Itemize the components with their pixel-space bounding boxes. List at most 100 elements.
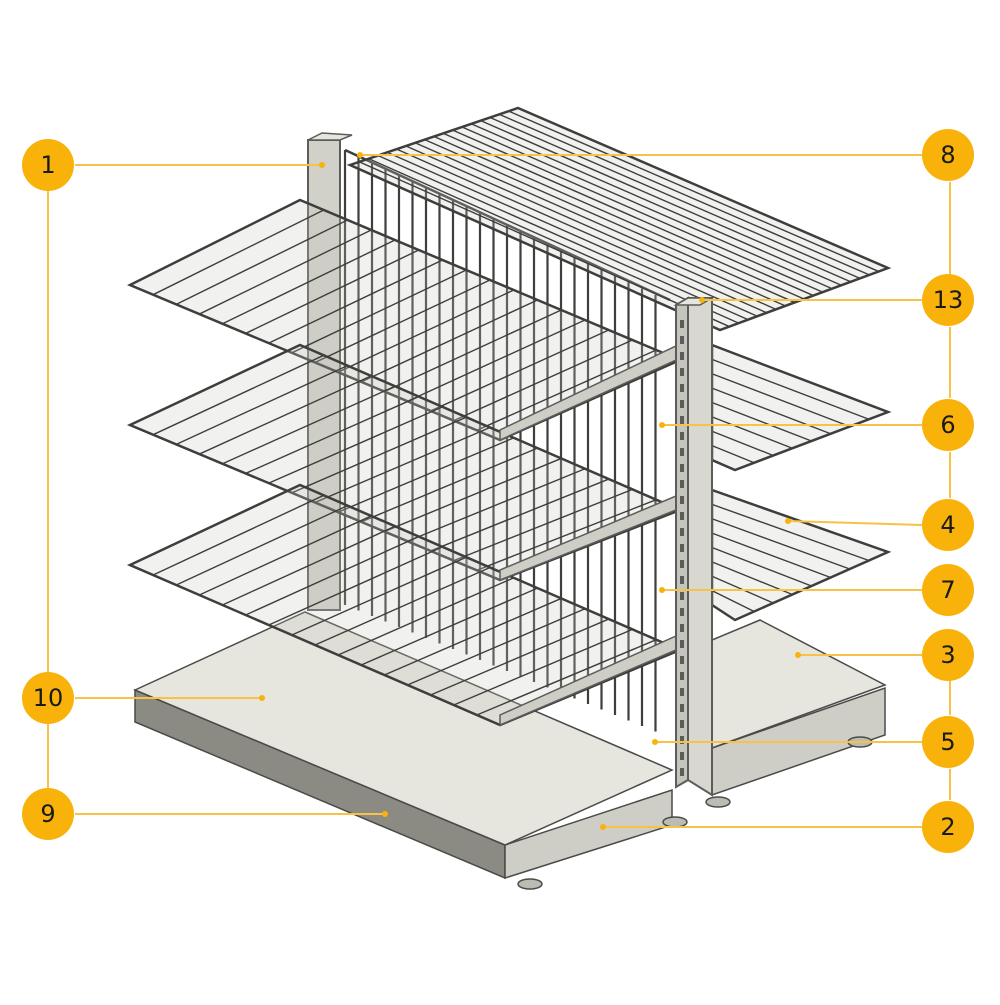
callout-6: 6	[922, 399, 974, 451]
shelf-wire	[476, 639, 657, 716]
callout-4: 4	[922, 499, 974, 551]
right-upright-face	[687, 297, 713, 797]
shelf-wire	[175, 504, 348, 586]
shelf-wire	[711, 387, 831, 435]
callout-9: 9	[22, 788, 74, 840]
shelf-wire	[377, 154, 749, 321]
upright-slot	[680, 400, 684, 408]
shelf-wire	[433, 135, 805, 300]
shelf-wire	[396, 148, 767, 314]
shelf-wire	[384, 309, 562, 393]
right-upright	[673, 296, 715, 797]
shelf-wire	[711, 503, 870, 562]
levelling-feet	[517, 736, 873, 890]
shelf-wire	[199, 375, 372, 455]
shelf-wire	[480, 120, 851, 283]
upright-slot	[680, 528, 684, 536]
shelf-wire	[711, 444, 755, 464]
upright-slot	[680, 448, 684, 456]
shelf-wire	[199, 229, 372, 315]
upright-slot	[680, 464, 684, 472]
shelf-wire	[222, 239, 396, 325]
shelf-wire	[476, 349, 657, 431]
shelf-wire	[471, 123, 842, 286]
dot-3	[795, 652, 801, 658]
upright-slot	[680, 480, 684, 488]
shelf-wire	[711, 401, 812, 442]
upright-slots	[680, 320, 684, 776]
rear-shelf-upper	[710, 343, 892, 472]
shelf-wire	[360, 447, 538, 523]
upright-slot	[680, 320, 684, 328]
shelf-wire	[711, 518, 850, 570]
dot-4	[785, 518, 791, 524]
shelf-wire	[443, 132, 814, 297]
callout-10-label: 10	[32, 684, 64, 712]
shelf-wire	[222, 525, 396, 606]
callout-13-label: 13	[932, 286, 964, 314]
callout-1: 1	[22, 139, 74, 191]
upright-slot	[680, 384, 684, 392]
callout-8-label: 8	[940, 141, 956, 169]
upright-slot	[680, 768, 684, 776]
upright-slot	[680, 752, 684, 760]
shelf-wire	[711, 430, 774, 457]
callout-2-label: 2	[940, 813, 956, 841]
shelf-wire	[368, 158, 739, 324]
rear-shelf-lower	[710, 488, 892, 622]
upright-slot	[680, 576, 684, 584]
dot-8	[357, 152, 363, 158]
dot-6	[659, 422, 665, 428]
upright-slot	[680, 704, 684, 712]
leader-4	[787, 520, 923, 526]
shelf-wire	[222, 385, 396, 465]
leader-endpoints	[259, 152, 801, 830]
shelf-wire	[407, 468, 586, 542]
shelf-wire	[499, 113, 870, 276]
callout-8: 8	[922, 129, 974, 181]
left-upright-top	[307, 132, 353, 141]
shelf-wire	[453, 628, 633, 706]
upright-slot	[680, 640, 684, 648]
callout-5-label: 5	[940, 728, 956, 756]
shelf-wire	[245, 395, 420, 475]
shelf-wire	[711, 373, 851, 428]
callout-4-label: 4	[940, 511, 956, 539]
shelf-wire	[314, 566, 491, 646]
upright-slot	[680, 544, 684, 552]
shelf-wire	[175, 219, 348, 306]
shelf-wire	[360, 587, 538, 666]
shelf-wire	[711, 358, 870, 420]
dot-13	[699, 297, 705, 303]
dot-5	[652, 739, 658, 745]
shelf-wire	[337, 289, 515, 373]
shelf-wire	[152, 494, 325, 576]
shelf-wire	[711, 589, 755, 613]
callout-6-label: 6	[940, 411, 956, 439]
shelf-wire	[430, 618, 610, 696]
dot-7	[659, 587, 665, 593]
callout-5: 5	[922, 716, 974, 768]
foot-front-mid	[662, 816, 688, 828]
callout-9-label: 9	[40, 800, 56, 828]
callout-3: 3	[922, 629, 974, 681]
upright-slot	[680, 672, 684, 680]
upright-slot	[680, 368, 684, 376]
shelf-wire	[489, 116, 861, 279]
upright-slot	[680, 736, 684, 744]
shelf-wire	[268, 546, 443, 626]
shelf-wire	[175, 364, 348, 446]
shelf-wire	[711, 546, 812, 587]
upright-slot	[680, 656, 684, 664]
foot-rear-upright	[705, 796, 731, 808]
shelf-wire	[387, 151, 758, 317]
front-shelf-upper	[127, 198, 684, 442]
grid-top-rail	[344, 148, 671, 302]
upright-slot	[680, 336, 684, 344]
shelf-wire	[711, 416, 793, 449]
upright-slot	[680, 720, 684, 728]
shelf-wire	[508, 110, 879, 273]
upright-slot	[680, 688, 684, 696]
